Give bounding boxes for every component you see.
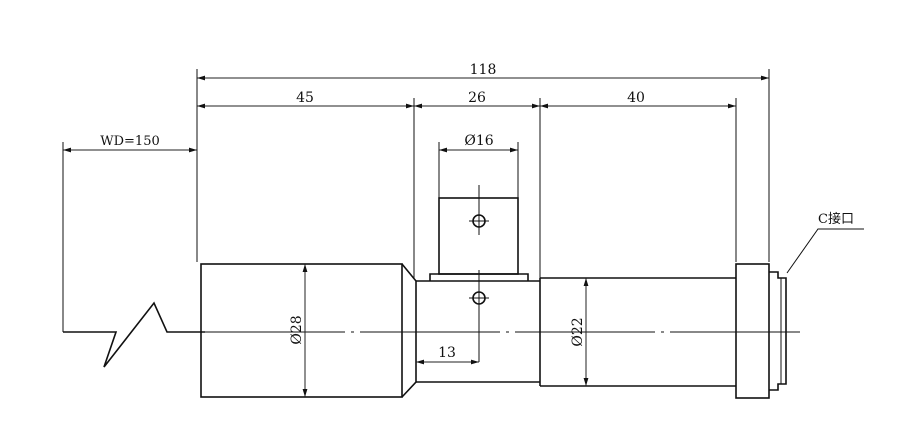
- working-distance-label: WD=150: [100, 134, 160, 149]
- overall-length-label: 118: [470, 62, 497, 78]
- front-diameter-label: Ø28: [289, 315, 305, 344]
- c-mount-label: C接口: [818, 211, 854, 227]
- rear-ring: [735, 263, 770, 399]
- dimension-front-section: 45: [197, 90, 414, 109]
- c-mount-callout: C接口: [786, 211, 864, 274]
- dimension-front-diameter: Ø28: [289, 264, 308, 397]
- dimension-rear-diameter: Ø22: [570, 278, 589, 386]
- rear-diameter-label: Ø22: [570, 317, 586, 346]
- dimension-working-distance: WD=150: [62, 134, 205, 368]
- dimension-mount-diameter: Ø16: [438, 133, 519, 198]
- dimension-overall: 118: [196, 62, 770, 262]
- dimension-rear-section: 40: [540, 90, 737, 262]
- dimension-middle-section: 26: [413, 90, 541, 330]
- c-mount-thread: [769, 271, 787, 391]
- front-section-label: 45: [296, 90, 314, 106]
- mount-offset-label: 13: [438, 345, 456, 361]
- mounting-block: [438, 185, 519, 362]
- lens-body: [200, 263, 787, 399]
- mount-diameter-label: Ø16: [464, 133, 493, 149]
- rear-section-label: 40: [627, 90, 645, 106]
- dimension-mount-offset: 13: [416, 345, 479, 365]
- middle-section-label: 26: [468, 90, 486, 106]
- front-barrel: [200, 263, 403, 398]
